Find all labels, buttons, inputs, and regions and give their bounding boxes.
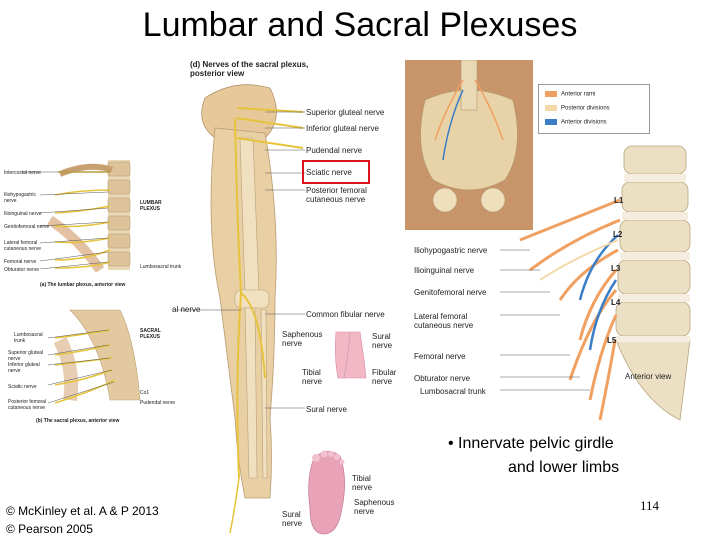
- sacral-plexus-label: SACRAL PLEXUS: [140, 328, 161, 340]
- sacral-co1-label: Co1: [140, 390, 150, 396]
- common-fibular-label: Common fibular nerve: [306, 310, 385, 319]
- credit-pearson: © Pearson 2005: [6, 522, 93, 536]
- torso-illustration: [405, 60, 533, 230]
- legend-item-posterior-divisions: Posterior divisions: [545, 105, 610, 113]
- pudendal-label: Pudendal nerve: [306, 146, 363, 155]
- sacral-label-4: Posterior femoral cutaneous nerve: [8, 399, 47, 411]
- spine-label-iliohypogastric: Iliohypogastric nerve: [414, 246, 488, 255]
- lumbar-panel-caption: (a) The lumbar plexus, anterior view: [40, 282, 126, 288]
- spine-label-lateral-femoral: Lateral femoral cutaneous nerve: [414, 312, 474, 330]
- spine-label-obturator: Obturator nerve: [414, 374, 471, 383]
- bullet-line-2: and lower limbs: [508, 459, 620, 476]
- posterior-leg-illustration: [175, 84, 305, 534]
- level-l4: L4: [611, 298, 621, 307]
- lumbar-label-0: Intercostal nerve: [4, 170, 41, 176]
- lower-leg-inset: [335, 331, 367, 379]
- page-number: 114: [640, 498, 660, 513]
- lumbar-label-6: Obturator nerve: [4, 267, 40, 273]
- foot-sole-illustration: [308, 450, 345, 535]
- spine-label-lumbosacral-trunk: Lumbosacral trunk: [420, 387, 486, 396]
- spine-label-ilioinguinal: Ilioinguinal nerve: [414, 266, 475, 275]
- lumbosacral-trunk-label: Lumbosacral trunk: [140, 264, 182, 270]
- sacral-plexus-illustration: [47, 309, 141, 404]
- foot-sural-label: Sural nerve: [282, 510, 303, 528]
- lumbar-label-1: Iliohypogastric nerve: [4, 192, 36, 204]
- sacral-label-3: Sciatic nerve: [8, 384, 37, 390]
- bullet-text: • Innervate pelvic girdle and lower limb…: [448, 432, 619, 480]
- spine-label-femoral: Femoral nerve: [414, 352, 466, 361]
- level-l3: L3: [611, 264, 621, 273]
- level-l5: L5: [607, 336, 617, 345]
- lumbar-plexus-illustration: [22, 160, 131, 273]
- lumbar-plexus-label: LUMBAR PLEXUS: [140, 200, 162, 212]
- color-legend: Anterior rami Posterior divisions Anteri…: [538, 84, 650, 134]
- posterior-femoral-label: Posterior femoral cutaneous nerve: [306, 186, 367, 204]
- sciatic-label: Sciatic nerve: [306, 168, 352, 177]
- anterior-view-label: Anterior view: [625, 372, 672, 381]
- sacral-label-2: Inferior gluteal nerve: [8, 362, 40, 374]
- lumbar-label-3: Genitofemoral nerve: [4, 224, 50, 230]
- tibial-label: Tibial nerve: [302, 368, 323, 386]
- credit-mckinley: © McKinley et al. A & P 2013: [6, 504, 159, 518]
- legend-item-anterior-divisions: Anterior divisions: [545, 119, 607, 127]
- sciatic-highlight-box: [302, 160, 370, 184]
- lumbar-label-2: Ilioinguinal nerve: [4, 211, 42, 217]
- lumbar-label-4: Lateral femoral cutaneous nerve: [4, 240, 41, 252]
- sacral-label-1: Superior gluteal nerve: [8, 350, 44, 362]
- spine-nerves-illustration: [500, 145, 691, 421]
- tibial-cut-label: al nerve: [172, 305, 201, 314]
- panel-d-heading: (d) Nerves of the sacral plexus, posteri…: [190, 60, 309, 78]
- saphenous-label: Saphenous nerve: [282, 330, 323, 348]
- level-l2: L2: [613, 230, 623, 239]
- sacral-label-0: Lumbosacral trunk: [14, 332, 43, 344]
- sural-top-label: Sural nerve: [372, 332, 393, 350]
- slide-title: Lumbar and Sacral Plexuses: [142, 6, 578, 44]
- sacral-panel-caption: (b) The sacral plexus, anterior view: [36, 418, 120, 424]
- foot-saphenous-label: Saphenous nerve: [354, 498, 395, 516]
- level-l1: L1: [614, 196, 624, 205]
- inferior-gluteal-label: Inferior gluteal nerve: [306, 124, 379, 133]
- foot-tibial-label: Tibial nerve: [352, 474, 373, 492]
- legend-item-anterior-rami: Anterior rami: [545, 91, 595, 99]
- bullet-line-1: • Innervate pelvic girdle: [448, 435, 614, 452]
- lumbar-label-5: Femoral nerve: [4, 259, 37, 265]
- fibular-label: Fibular nerve: [372, 368, 397, 386]
- sural-label: Sural nerve: [306, 405, 347, 414]
- superior-gluteal-label: Superior gluteal nerve: [306, 108, 385, 117]
- spine-label-genitofemoral: Genitofemoral nerve: [414, 288, 487, 297]
- sacral-pudendal-label: Pudendal nerve: [140, 400, 176, 406]
